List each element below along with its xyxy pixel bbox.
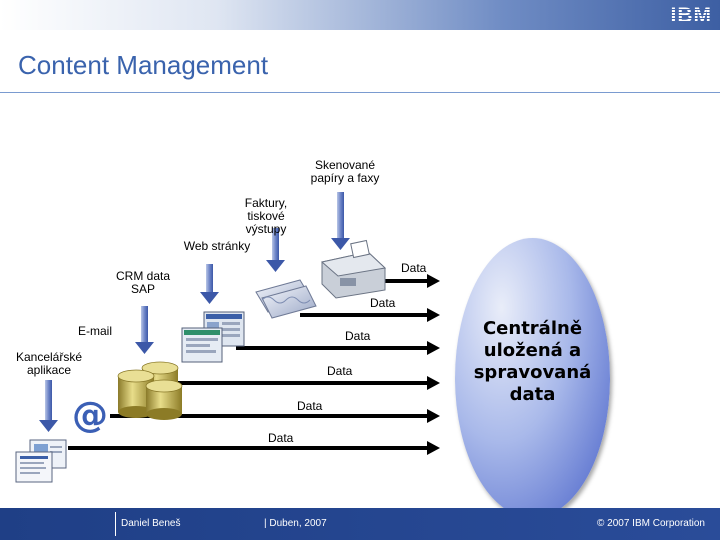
data-label-6: Data <box>268 431 294 445</box>
source-label-kancelarske: Kancelářské aplikace <box>15 350 83 377</box>
data-label-4: Data <box>327 364 353 378</box>
data-arrow-1 <box>385 274 440 288</box>
central-storage-ellipse <box>455 238 610 518</box>
web-pages-icon <box>181 311 245 363</box>
page-title: Content Management <box>18 50 269 80</box>
data-label-2: Data <box>370 296 396 310</box>
footer-author: Daniel Beneš <box>121 518 181 529</box>
data-label-5: Data <box>297 399 323 413</box>
source-label-email: E-mail <box>77 324 112 338</box>
central-storage-label: Centrálně uložená a spravovaná data <box>473 318 592 405</box>
printouts-icon <box>255 279 317 319</box>
arrow-down-faktury <box>266 228 285 272</box>
footer-separator <box>115 512 116 536</box>
footer-date: | Duben, 2007 <box>264 518 327 529</box>
data-label-3: Data <box>345 329 371 343</box>
title-divider <box>0 92 720 93</box>
footer-copyright: © 2007 IBM Corporation <box>597 518 705 529</box>
database-cylinders-icon <box>117 361 183 420</box>
fax-machine-icon <box>320 239 387 299</box>
footer-bar <box>0 508 720 540</box>
arrow-down-crm <box>135 306 154 354</box>
arrow-down-skenovane <box>331 192 350 250</box>
source-label-crm: CRM data SAP <box>115 269 171 296</box>
data-arrow-5 <box>110 409 440 423</box>
source-label-skenovane: Skenované papíry a faxy <box>310 158 380 185</box>
data-arrow-3 <box>236 341 440 355</box>
source-label-web: Web stránky <box>183 239 251 253</box>
data-arrow-2 <box>300 308 440 322</box>
arrow-down-web <box>200 264 219 304</box>
source-label-faktury: Faktury, tiskové výstupy <box>244 196 288 236</box>
data-label-1: Data <box>401 261 427 275</box>
top-banner <box>0 0 720 30</box>
ibm-logo: IBM <box>670 4 712 27</box>
arrow-down-kancelarske <box>39 380 58 432</box>
office-documents-icon <box>15 439 67 483</box>
data-arrow-6 <box>68 441 440 455</box>
data-arrow-4 <box>176 376 440 390</box>
email-at-icon: @ <box>72 395 108 436</box>
